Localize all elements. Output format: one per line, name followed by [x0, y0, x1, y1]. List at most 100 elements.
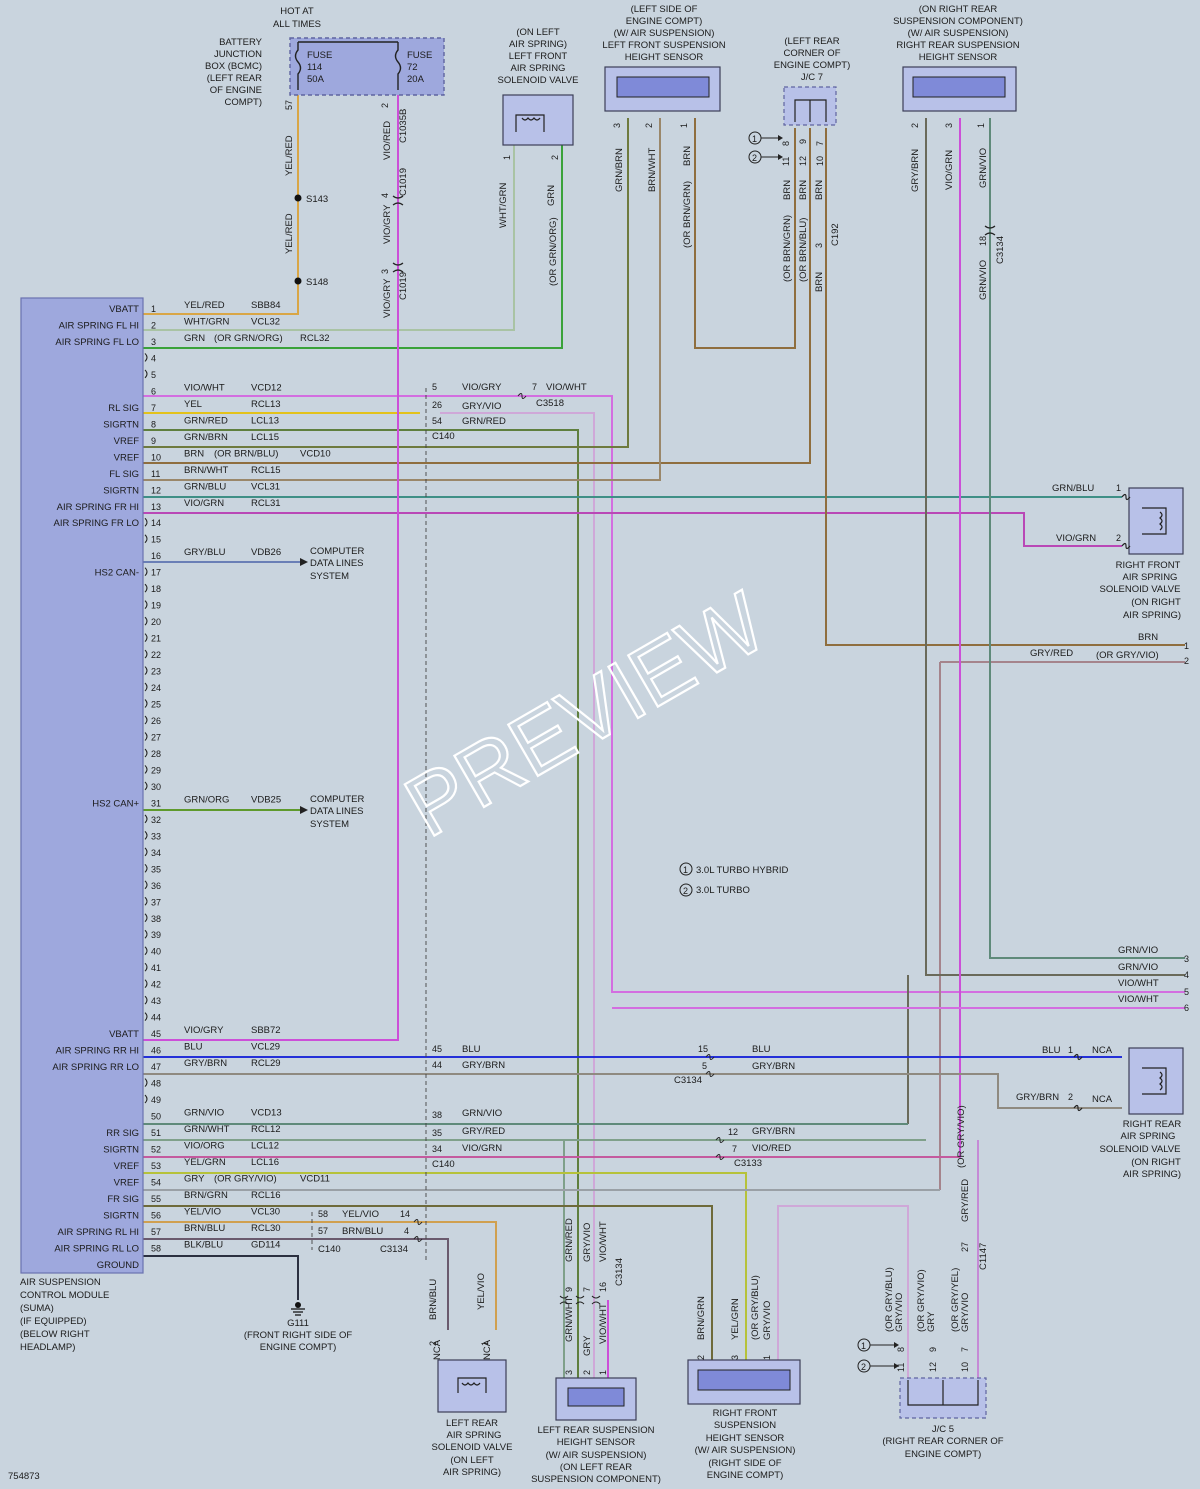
wire-label: YEL/RED — [284, 135, 295, 176]
svg-text:58: 58 — [318, 1209, 328, 1219]
module-signal-label: VBATT — [109, 304, 139, 315]
module-circuit-id: RCL29 — [251, 1058, 281, 1069]
unused-pin-mark — [144, 995, 148, 1005]
svg-text:NCA: NCA — [1092, 1045, 1113, 1056]
module-pin-number: 56 — [151, 1210, 161, 1220]
svg-text:RIGHT FRONT: RIGHT FRONT — [713, 1408, 778, 1419]
svg-text:AIR SPRING: AIR SPRING — [511, 63, 566, 74]
svg-text:BRN/BLU: BRN/BLU — [342, 1226, 383, 1237]
svg-text:(W/ AIR SUSPENSION): (W/ AIR SUSPENSION) — [695, 1445, 796, 1456]
module-pin-number: 6 — [151, 386, 156, 396]
bjb-label: OF ENGINE — [210, 85, 262, 96]
svg-text:3: 3 — [564, 1370, 574, 1375]
module-wire-alt: (OR GRN/ORG) — [214, 333, 283, 344]
module-circuit-id: VDB26 — [251, 547, 281, 558]
svg-text:44: 44 — [432, 1060, 442, 1070]
wire-label: VIO/GRY — [382, 278, 393, 318]
svg-text:LEFT FRONT SUSPENSION: LEFT FRONT SUSPENSION — [602, 40, 725, 51]
module-circuit-id: VCL30 — [251, 1206, 280, 1217]
figure-id: 754873 — [8, 1471, 40, 1482]
module-signal-label: HS2 CAN- — [95, 568, 139, 579]
svg-text:(ON LEFT: (ON LEFT — [450, 1455, 493, 1466]
svg-text:AIR SPRING): AIR SPRING) — [1123, 610, 1181, 621]
svg-text:VIO/GRN: VIO/GRN — [462, 1143, 502, 1154]
svg-text:(OR BRN/GRN): (OR BRN/GRN) — [782, 215, 793, 282]
module-pin-number: 58 — [151, 1243, 161, 1253]
svg-text:DATA LINES: DATA LINES — [310, 558, 364, 569]
unused-pin-mark — [144, 913, 148, 923]
svg-text:C140: C140 — [432, 431, 455, 442]
module-pin-number: 25 — [151, 700, 161, 710]
svg-text:HEIGHT SENSOR: HEIGHT SENSOR — [919, 52, 998, 63]
svg-text:AIR SPRING: AIR SPRING — [1123, 572, 1178, 583]
svg-text:ENGINE COMPT): ENGINE COMPT) — [707, 1470, 784, 1481]
module-name-line: HEADLAMP) — [20, 1342, 75, 1353]
svg-text:1: 1 — [762, 1355, 772, 1360]
module-pin-number: 24 — [151, 683, 161, 693]
unused-pin-mark — [144, 847, 148, 857]
svg-text:2: 2 — [1184, 656, 1189, 666]
svg-text:(RIGHT SIDE OF: (RIGHT SIDE OF — [708, 1458, 781, 1469]
svg-text:3: 3 — [1184, 954, 1189, 964]
svg-text:3: 3 — [730, 1355, 740, 1360]
unused-pin-mark — [144, 1094, 148, 1104]
svg-text:C140: C140 — [318, 1244, 341, 1255]
svg-text:GRN/WHT: GRN/WHT — [564, 1296, 575, 1342]
svg-text:NCA: NCA — [432, 1339, 443, 1360]
svg-text:GRN/RED: GRN/RED — [462, 416, 506, 427]
svg-text:8: 8 — [781, 141, 791, 146]
module-pin-number: 15 — [151, 535, 161, 545]
svg-text:BLU: BLU — [462, 1044, 481, 1055]
module-name-line: (IF EQUIPPED) — [20, 1316, 87, 1327]
module-name-line: (SUMA) — [20, 1303, 54, 1314]
svg-text:VIO/WHT: VIO/WHT — [546, 382, 587, 393]
svg-text:1: 1 — [683, 865, 688, 875]
unused-pin-mark — [144, 1012, 148, 1021]
unused-pin-mark — [144, 748, 148, 758]
module-signal-label: HS2 CAN+ — [92, 798, 139, 809]
svg-text:3.0L TURBO: 3.0L TURBO — [696, 885, 750, 896]
svg-text:GRY/BRN: GRY/BRN — [462, 1060, 505, 1071]
svg-text:VIO/WHT: VIO/WHT — [598, 1303, 609, 1344]
unused-pin-mark — [144, 567, 148, 577]
module-pin-number: 8 — [151, 419, 156, 429]
svg-text:(ON RIGHT: (ON RIGHT — [1131, 1157, 1181, 1168]
unused-pin-mark — [144, 979, 148, 989]
svg-text:BLU: BLU — [752, 1044, 771, 1055]
wire-pin47 — [143, 1073, 1122, 1109]
module-signal-label: VREF — [114, 452, 140, 463]
fuse-114-label: 114 — [307, 62, 322, 73]
module-pin-number: 31 — [151, 798, 161, 808]
svg-text:10: 10 — [960, 1362, 970, 1372]
module-pin-number: 5 — [151, 370, 156, 380]
unused-pin-mark — [144, 929, 148, 939]
fuse-114-label: 50A — [307, 74, 325, 85]
svg-text:VIO/GRN: VIO/GRN — [1056, 533, 1096, 544]
module-signal-label: SIGRTN — [103, 1210, 139, 1221]
svg-text:1: 1 — [598, 1370, 608, 1375]
module-pin-number: 18 — [151, 584, 161, 594]
pin-57: 57 — [284, 100, 294, 110]
fuse-72-label: 72 — [407, 62, 418, 73]
svg-text:C3134: C3134 — [380, 1244, 408, 1255]
svg-text:1: 1 — [1068, 1045, 1073, 1055]
module-wire-color: VIO/WHT — [184, 382, 225, 393]
splice-s148: S148 — [306, 277, 328, 288]
svg-text:7: 7 — [815, 141, 825, 146]
module-wire-color: YEL — [184, 399, 202, 410]
module-pin-number: 17 — [151, 568, 161, 578]
module-pin-number: 27 — [151, 732, 161, 742]
module-wire-color: YEL/RED — [184, 300, 225, 311]
svg-text:VIO/WHT: VIO/WHT — [1118, 994, 1159, 1005]
svg-text:YEL/GRN: YEL/GRN — [730, 1298, 741, 1340]
module-signal-label: VREF — [114, 1177, 140, 1188]
svg-text:(ON LEFT: (ON LEFT — [516, 27, 559, 38]
unused-pin-mark — [144, 732, 148, 741]
svg-text:6: 6 — [1184, 1003, 1189, 1013]
svg-text:GRN/VIO: GRN/VIO — [978, 260, 989, 300]
svg-text:DATA LINES: DATA LINES — [310, 806, 364, 817]
svg-text:ENGINE COMPT): ENGINE COMPT) — [774, 60, 851, 71]
svg-text:15: 15 — [698, 1044, 708, 1054]
svg-text:SOLENOID VALVE: SOLENOID VALVE — [432, 1442, 513, 1453]
